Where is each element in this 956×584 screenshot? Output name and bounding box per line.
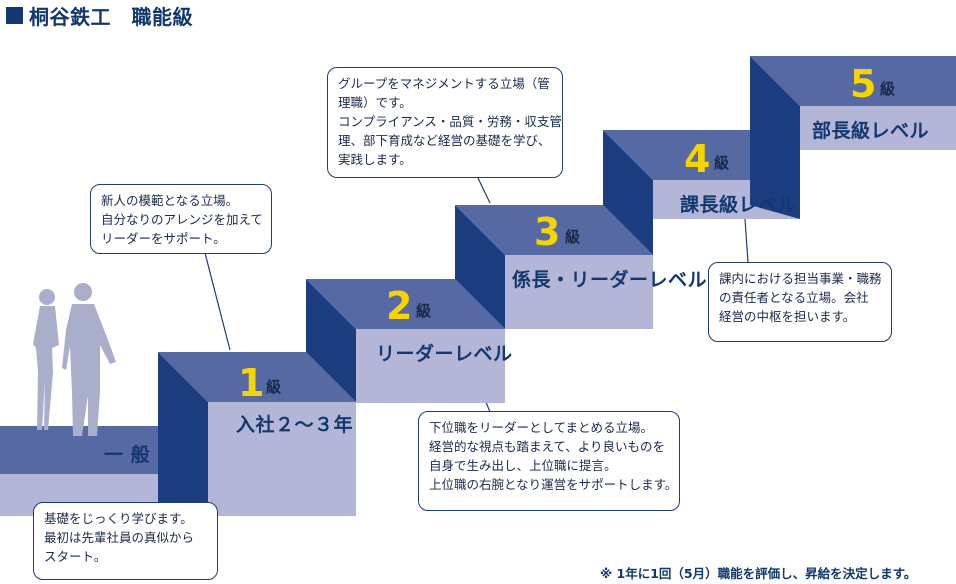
step-3 bbox=[455, 205, 653, 329]
callout-line: 自分なりのアレンジを加えて bbox=[101, 212, 263, 227]
level-number-1: 1 bbox=[238, 361, 265, 405]
callout-level3: グループをマネジメントする立場（管 理職）です。 コンプライアンス・品質・労務・… bbox=[327, 67, 563, 178]
callout-line: 課内における担当事業・職務 bbox=[719, 271, 882, 286]
title-square-icon bbox=[6, 6, 23, 24]
callout-line: 理職）です。 bbox=[338, 95, 412, 110]
callout-line: コンプライアンス・品質・労務・収支管 bbox=[338, 114, 562, 129]
callout-line: 基礎をじっくり学びます。 bbox=[44, 511, 193, 526]
level-label-general: 一 般 bbox=[104, 444, 151, 466]
level-number-3: 3 bbox=[534, 210, 561, 254]
callout-level4: 課内における担当事業・職務 の責任者となる立場。会社 経営の中枢を担います。 bbox=[708, 262, 892, 342]
level-kyu-3: 級 bbox=[565, 228, 581, 246]
callout-level1: 新人の模範となる立場。 自分なりのアレンジを加えて リーダーをサポート。 bbox=[90, 184, 272, 254]
level-kyu-5: 級 bbox=[880, 80, 896, 98]
callout-line: 最初は先輩社員の真似から bbox=[44, 530, 195, 545]
connector-level3 bbox=[477, 177, 491, 204]
callout-line: 下位職をリーダーとしてまとめる立場。 bbox=[429, 420, 654, 435]
step-2 bbox=[306, 279, 505, 403]
callout-line: 経営の中枢を担います。 bbox=[719, 309, 856, 324]
callout-line: グループをマネジメントする立場（管 bbox=[338, 76, 550, 91]
level-number-2: 2 bbox=[386, 284, 413, 328]
callout-line: 上位職の右腕となり運営をサポートします。 bbox=[429, 477, 678, 492]
callout-line: リーダーをサポート。 bbox=[101, 231, 226, 246]
page-title-text: 桐谷鉄工 職能級 bbox=[29, 4, 193, 29]
level-label-4: 課長級レベル bbox=[680, 194, 798, 216]
callout-line: スタート。 bbox=[44, 549, 107, 564]
callout-line: 自身で生み出し、上位職に提言。 bbox=[429, 458, 617, 473]
callout-level2: 下位職をリーダーとしてまとめる立場。 経営的な視点も踏まえて、より良いものを 自… bbox=[418, 411, 680, 511]
connector-level4 bbox=[744, 218, 749, 263]
level-label-5: 部長級レベル bbox=[812, 120, 930, 142]
callout-line: 実践します。 bbox=[338, 152, 412, 167]
step-1 bbox=[158, 352, 356, 516]
connector-level1 bbox=[204, 252, 231, 351]
level-kyu-2: 級 bbox=[416, 302, 432, 320]
footnote: ※ 1年に1回（5月）職能を評価し、昇給を決定します。 bbox=[600, 566, 917, 581]
level-kyu-4: 級 bbox=[714, 154, 730, 172]
level-number-5: 5 bbox=[850, 62, 877, 106]
callout-line: の責任者となる立場。会社 bbox=[719, 290, 869, 305]
callout-line: 新人の模範となる立場。 bbox=[101, 193, 239, 208]
level-label-3: 係長・リーダーレベル bbox=[512, 269, 708, 291]
level-number-4: 4 bbox=[684, 137, 711, 181]
callout-line: 理、部下育成など経営の基礎を学び、 bbox=[338, 133, 551, 148]
callout-line: 経営的な視点も踏まえて、より良いものを bbox=[429, 439, 666, 454]
level-label-1: 入社２～３年 bbox=[236, 414, 354, 436]
level-label-2: リーダーレベル bbox=[376, 343, 513, 365]
level-kyu-1: 級 bbox=[266, 378, 282, 396]
step-5 bbox=[750, 56, 956, 219]
callout-general: 基礎をじっくり学びます。 最初は先輩社員の真似から スタート。 bbox=[33, 502, 218, 580]
people-icon bbox=[33, 283, 116, 436]
page-title: 桐谷鉄工 職能級 bbox=[6, 2, 193, 29]
